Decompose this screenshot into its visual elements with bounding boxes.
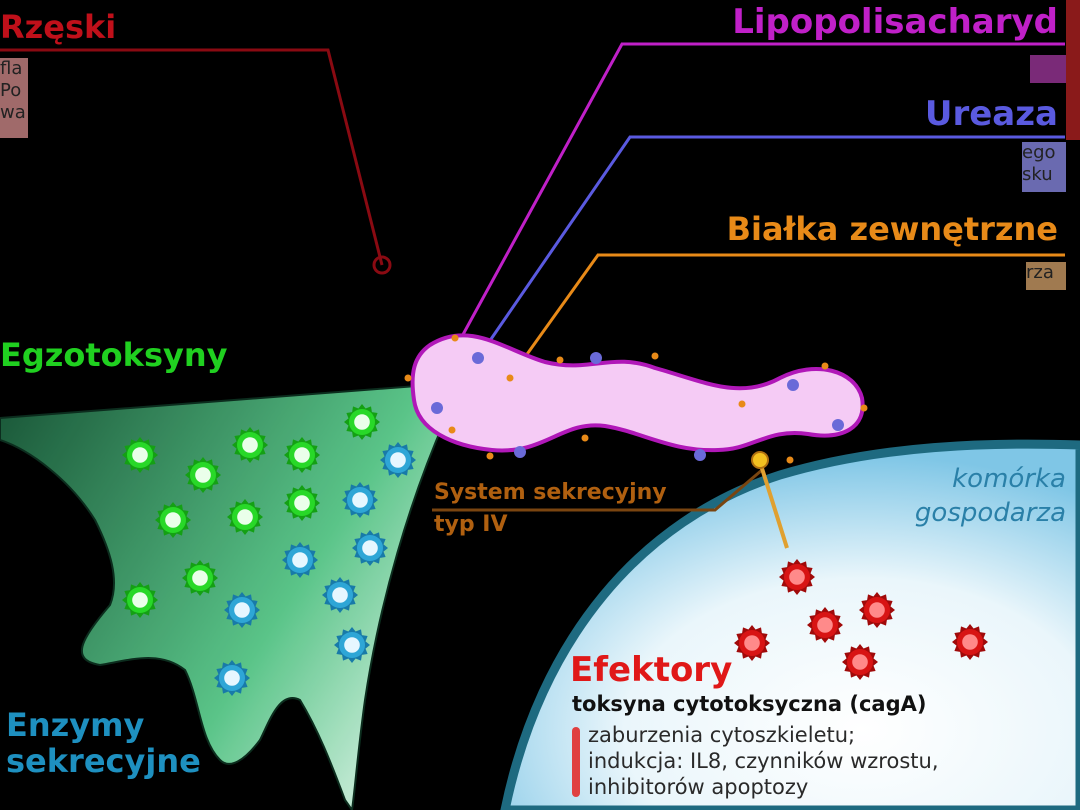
exotoxin-particle <box>344 404 380 440</box>
exotoxin-particle <box>232 427 268 463</box>
outer-protein-dot <box>451 334 459 342</box>
right-stub-red <box>1066 0 1080 140</box>
green-particles <box>122 404 380 618</box>
effect-line-2: indukcja: IL8, czynników wzrostu, <box>588 749 939 773</box>
rzeski-leader <box>0 48 384 266</box>
bialka-leader <box>508 253 1065 379</box>
enzyme-particle <box>334 627 370 663</box>
outer-protein-dot <box>738 400 746 408</box>
effector-particle <box>807 607 843 643</box>
urease-dot <box>590 352 602 364</box>
t4ss-tip <box>751 451 769 469</box>
label-enzymy-2: sekrecyjne <box>6 742 201 780</box>
urease-dot <box>514 446 526 458</box>
exotoxin-particle <box>185 457 221 493</box>
enzyme-particle <box>224 592 260 628</box>
enzyme-particle <box>322 577 358 613</box>
urease-dot <box>694 449 706 461</box>
outer-protein-dot <box>860 404 868 412</box>
rzeski-anchor <box>372 255 392 275</box>
label-lipopolisacharyd: Lipopolisacharyd <box>732 2 1058 42</box>
right-stub-lps <box>1030 55 1066 83</box>
ureaza-leader <box>476 135 1065 359</box>
bacterium-body <box>410 333 865 453</box>
enzyme-particle <box>214 660 250 696</box>
label-egzotoksyny: Egzotoksyny <box>0 336 228 374</box>
label-enzymy-1: Enzymy <box>6 706 145 744</box>
left-stub-box: fla Po wa <box>0 58 28 138</box>
t4ss-needle <box>758 461 789 549</box>
outer-protein-dot <box>404 374 412 382</box>
outer-protein-dot <box>448 426 456 434</box>
urease-dot <box>472 352 484 364</box>
label-ureaza: Ureaza <box>924 94 1058 134</box>
label-komorka-1: komórka <box>952 464 1066 494</box>
outer-protein-dot <box>486 452 494 460</box>
urease-dot <box>431 402 443 414</box>
enzyme-particle <box>282 542 318 578</box>
exotoxin-particle <box>122 582 158 618</box>
stub-text: ego <box>1022 142 1056 163</box>
red-effectors <box>734 559 988 680</box>
stub-text: sku <box>1022 164 1053 185</box>
effector-particle <box>842 644 878 680</box>
label-efektory: Efektory <box>570 650 733 690</box>
label-toksyna: toksyna cytotoksyczna (cagA) <box>572 692 927 716</box>
outer-protein-dot <box>651 352 659 360</box>
enzyme-particle <box>352 530 388 566</box>
label-system-1: System sekrecyjny <box>434 480 667 505</box>
exotoxin-particle <box>284 485 320 521</box>
exotoxin-particle <box>155 502 191 538</box>
stub-text: Po <box>0 80 22 101</box>
outer-protein-dot <box>786 456 794 464</box>
exotoxin-particle <box>284 437 320 473</box>
lipopolisacharyd-leader <box>458 42 1065 341</box>
exotoxin-particle <box>182 560 218 596</box>
effect-line-3: inhibitorów apoptozy <box>588 775 809 799</box>
outer-protein-dot <box>506 374 514 382</box>
bacterium-dots <box>404 334 868 464</box>
label-komorka-2: gospodarza <box>914 498 1066 528</box>
host-cell <box>500 439 1080 810</box>
secretion-cone <box>0 383 447 810</box>
outer-protein-dot <box>581 434 589 442</box>
label-system-2: typ IV <box>434 512 508 537</box>
enzyme-particle <box>380 442 416 478</box>
urease-dot <box>787 379 799 391</box>
label-bialka: Białka zewnętrzne <box>726 210 1058 248</box>
effect-line-1: zaburzenia cytoszkieletu; <box>588 723 856 747</box>
enzyme-particle <box>342 482 378 518</box>
exotoxin-particle <box>122 437 158 473</box>
exotoxin-particle <box>227 499 263 535</box>
urease-dot <box>832 419 844 431</box>
effector-particle <box>734 625 770 661</box>
right-stub-ureaza: ego sku <box>1022 142 1066 192</box>
stub-text: wa <box>0 102 26 123</box>
outer-protein-dot <box>556 356 564 364</box>
effects-bar <box>572 727 580 797</box>
outer-protein-dot <box>821 362 829 370</box>
system-leader <box>432 468 763 512</box>
blue-particles <box>214 442 416 696</box>
label-rzeski: Rzęski <box>0 8 117 46</box>
stub-text: rza <box>1026 262 1054 283</box>
right-stub-bialka: rza <box>1026 262 1066 290</box>
effector-particle <box>952 624 988 660</box>
effector-particle <box>779 559 815 595</box>
effector-particle <box>859 592 895 628</box>
stub-text: fla <box>0 58 23 79</box>
